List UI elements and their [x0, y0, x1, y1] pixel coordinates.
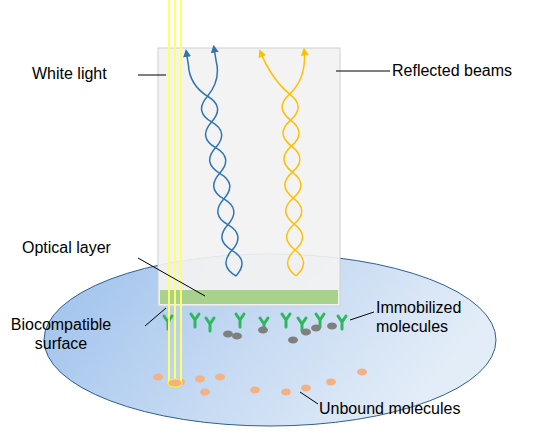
biosensor-tip	[158, 48, 340, 306]
optical-layer	[160, 290, 338, 304]
blue-reflected-wave	[186, 47, 250, 279]
unbound-molecules	[153, 369, 367, 396]
label-text: Biocompatible surface	[2, 315, 120, 353]
leader-lines	[138, 71, 390, 404]
label-text: Unbound molecules	[319, 399, 519, 418]
label-text: White light	[32, 64, 142, 83]
label-text: Immobilized molecules	[376, 298, 494, 336]
label-text: Optical layer	[22, 238, 152, 257]
yellow-reflected-wave	[260, 50, 312, 277]
label-text: Reflected beams	[392, 61, 552, 80]
immobilized-molecules	[164, 314, 346, 344]
white-light-beam	[168, 0, 182, 387]
